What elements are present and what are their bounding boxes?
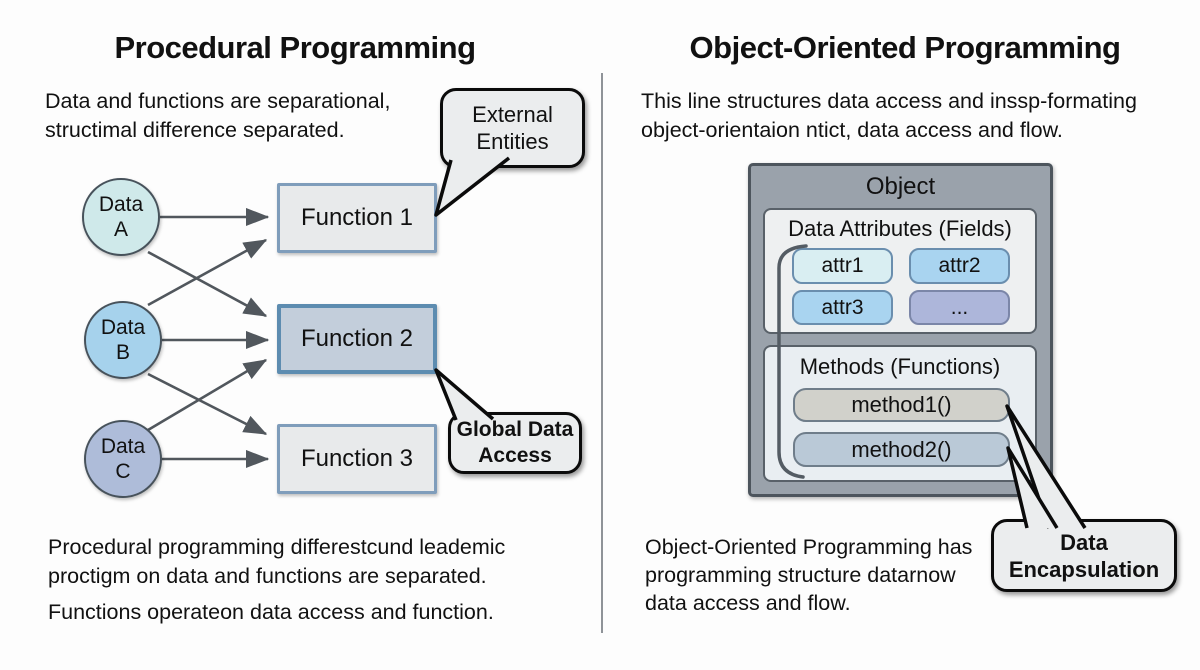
function1-box: Function 1 [277, 183, 437, 253]
center-divider [601, 73, 603, 633]
method1-chip: method1() [793, 388, 1010, 422]
external-entities-line2: Entities [476, 129, 549, 154]
data-attributes-title: Data Attributes (Fields) [788, 216, 1012, 241]
right-footer-line1: Object-Oriented Programming has [645, 535, 973, 559]
global-data-access-line2: Access [478, 444, 552, 467]
global-data-access-callout: Global Data Access [448, 412, 582, 474]
right-column-title: Object-Oriented Programming [689, 30, 1121, 65]
object-label: Object [865, 173, 936, 200]
arrow-dataC-function2 [147, 358, 268, 432]
left-intro-line2: structimal difference separated. [45, 118, 345, 142]
external-entities-callout: External Entities [440, 88, 585, 168]
data-node-b-label1: Data [100, 316, 146, 339]
method2-chip: method2() [793, 432, 1010, 467]
data-node-a: Data A [82, 178, 160, 256]
left-column-title: Procedural Programming [114, 30, 476, 65]
data-node-c-label2: C [115, 460, 131, 483]
methods-title: Methods (Functions) [799, 354, 1001, 379]
right-intro-line2: object-orientaion ntict, data access and… [641, 118, 1063, 142]
right-footer-line2: programming structure datarnow [645, 563, 956, 587]
right-footer-line3: data access and flow. [645, 591, 851, 615]
arrow-dataA-function2 [147, 250, 268, 318]
right-intro-line1: This line structures data access and ins… [641, 89, 1137, 113]
right-intro-paragraph: This line structures data access and ins… [641, 87, 1137, 145]
attr3-chip: attr3 [792, 290, 893, 325]
more-attrs-chip: ... [909, 290, 1010, 325]
left-footer-paragraph1: Procedural programming differestcund lea… [48, 533, 505, 591]
data-encapsulation-callout: Data Encapsulation [991, 519, 1177, 592]
data-encapsulation-line2: Encapsulation [1008, 556, 1160, 582]
left-footer-line2: proctigm on data and functions are separ… [48, 564, 487, 588]
data-node-a-label2: A [113, 218, 128, 241]
left-footer-paragraph2: Functions operateon data access and func… [48, 600, 494, 624]
attr2-chip: attr2 [909, 248, 1010, 284]
right-footer-paragraph: Object-Oriented Programming has programm… [645, 533, 972, 617]
left-intro-paragraph: Data and functions are separational, str… [45, 87, 390, 145]
data-node-c: Data C [84, 420, 162, 498]
data-node-b-label2: B [115, 341, 130, 364]
arrow-dataB-function1 [147, 238, 268, 307]
external-entities-line1: External [472, 102, 553, 127]
function2-box: Function 2 [277, 304, 437, 374]
global-data-access-line1: Global Data [456, 418, 574, 441]
data-encapsulation-line1: Data [1060, 529, 1108, 555]
function3-box: Function 3 [277, 424, 437, 494]
arrow-group [147, 207, 270, 469]
data-node-b: Data B [84, 301, 162, 379]
left-intro-line1: Data and functions are separational, [45, 89, 391, 113]
attr1-chip: attr1 [792, 248, 893, 284]
data-node-c-label1: Data [100, 435, 146, 458]
arrow-dataB-function3 [147, 372, 268, 436]
data-node-a-label1: Data [98, 193, 144, 216]
left-footer-line1: Procedural programming differestcund lea… [48, 535, 506, 559]
